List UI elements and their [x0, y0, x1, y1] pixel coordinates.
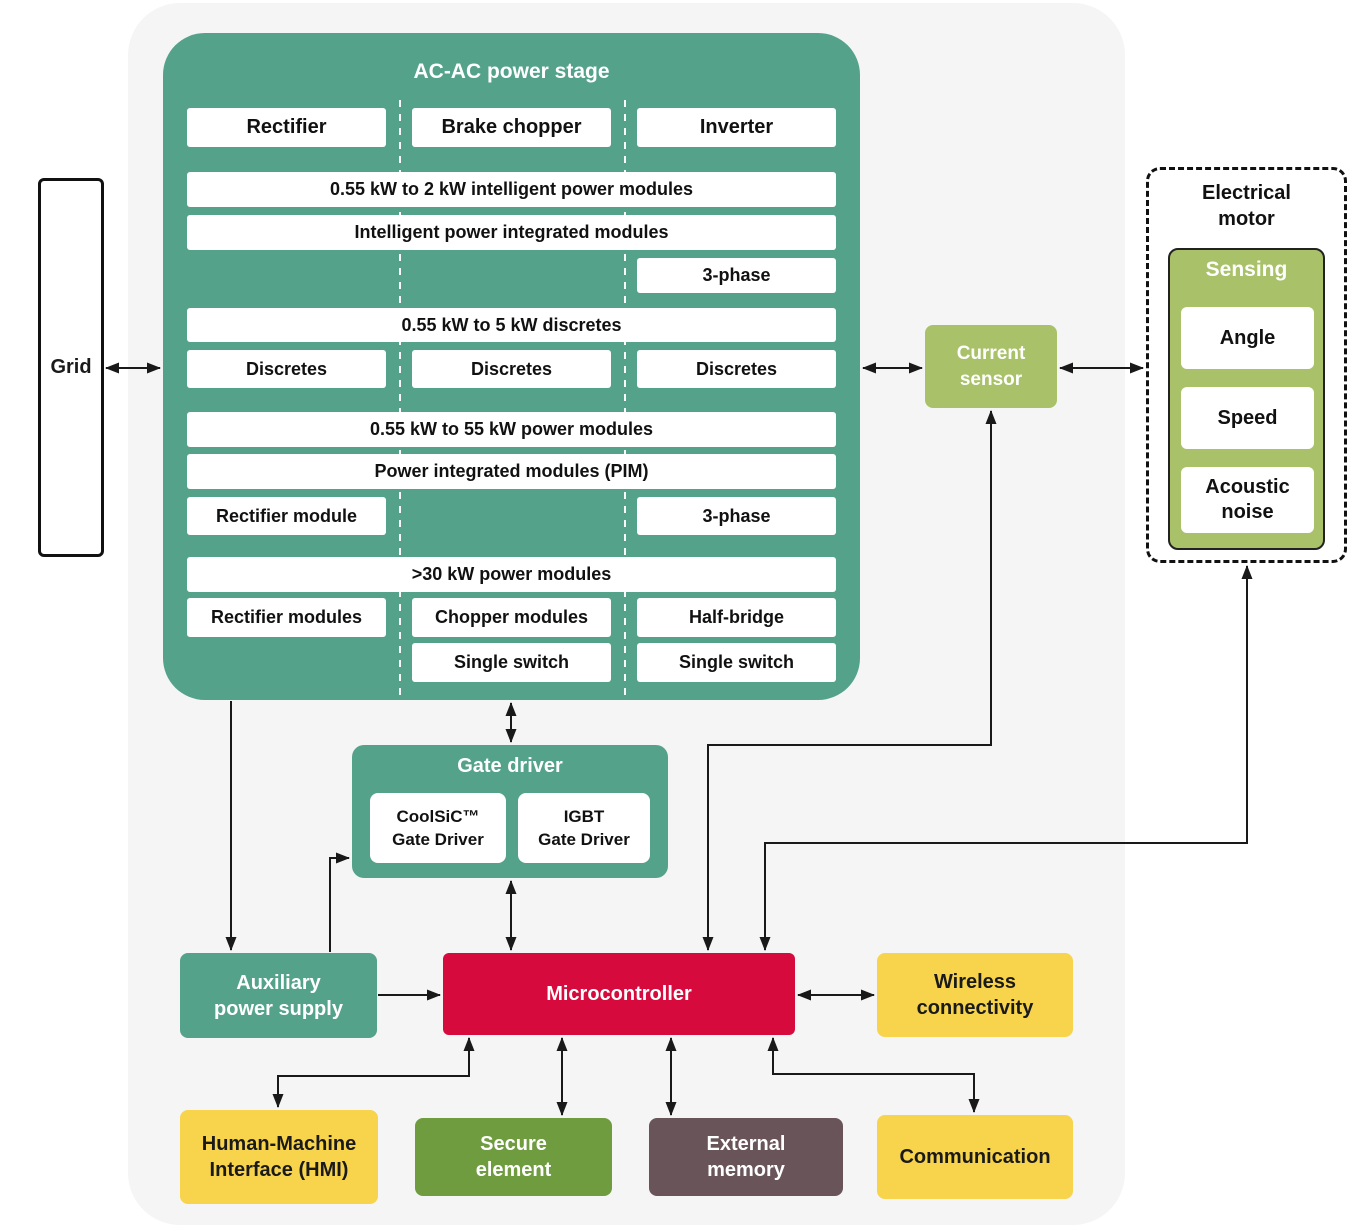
bar-ipm-2kw: 0.55 kW to 2 kW intelligent power module…: [187, 172, 836, 207]
sensing-angle: Angle: [1181, 307, 1314, 369]
sensing-speed: Speed: [1181, 387, 1314, 449]
sensing-acoustic-noise: Acoustic noise: [1181, 467, 1314, 533]
hmi-box: Human-Machine Interface (HMI): [180, 1110, 378, 1204]
bar-intelligent-pim: Intelligent power integrated modules: [187, 215, 836, 250]
bar-3phase-bottom: 3-phase: [637, 497, 836, 535]
column-divider-dashed: [624, 100, 626, 696]
coolsic-gate-driver: CoolSiC™ Gate Driver: [370, 793, 506, 863]
grid-label: Grid: [50, 356, 92, 378]
bar-brake-chopper-header: Brake chopper: [412, 108, 611, 147]
bar-rectifier-module: Rectifier module: [187, 497, 386, 535]
secure-element-box: Secure element: [415, 1118, 612, 1196]
power-stage-title: AC-AC power stage: [413, 60, 610, 83]
bar-discretes-1: Discretes: [187, 350, 386, 388]
bar-half-bridge: Half-bridge: [637, 598, 836, 637]
column-divider-dashed: [399, 100, 401, 696]
electrical-motor-title: Electrical motor: [1202, 182, 1291, 230]
sensing-title: Sensing: [1205, 258, 1288, 281]
current-sensor-box: Current sensor: [925, 325, 1057, 408]
external-memory-box: External memory: [649, 1118, 843, 1196]
bar-chopper-modules: Chopper modules: [412, 598, 611, 637]
bar-power-modules-30kw: >30 kW power modules: [187, 557, 836, 592]
microcontroller-box: Microcontroller: [443, 953, 795, 1035]
bar-3phase-top: 3-phase: [637, 258, 836, 293]
bar-discretes-3: Discretes: [637, 350, 836, 388]
bar-pim: Power integrated modules (PIM): [187, 454, 836, 489]
bar-rectifier-header: Rectifier: [187, 108, 386, 147]
wireless-connectivity-box: Wireless connectivity: [877, 953, 1073, 1037]
bar-single-switch-1: Single switch: [412, 643, 611, 682]
bar-power-modules-55kw: 0.55 kW to 55 kW power modules: [187, 412, 836, 447]
sensing-box: Sensing Angle Speed Acoustic noise: [1168, 248, 1325, 550]
bar-discretes-2: Discretes: [412, 350, 611, 388]
ac-ac-power-stage-box: AC-AC power stage Rectifier Brake choppe…: [163, 33, 860, 700]
bar-rectifier-modules: Rectifier modules: [187, 598, 386, 637]
auxiliary-power-supply-box: Auxiliary power supply: [180, 953, 377, 1038]
bar-discretes-5kw: 0.55 kW to 5 kW discretes: [187, 308, 836, 342]
igbt-gate-driver: IGBT Gate Driver: [518, 793, 650, 863]
gate-driver-box: Gate driver CoolSiC™ Gate Driver IGBT Ga…: [352, 745, 668, 878]
bar-inverter-header: Inverter: [637, 108, 836, 147]
gate-driver-title: Gate driver: [457, 755, 563, 777]
communication-box: Communication: [877, 1115, 1073, 1199]
electrical-motor-box: Electrical motor Sensing Angle Speed Aco…: [1146, 167, 1347, 563]
grid-box: Grid: [38, 178, 104, 557]
bar-single-switch-2: Single switch: [637, 643, 836, 682]
